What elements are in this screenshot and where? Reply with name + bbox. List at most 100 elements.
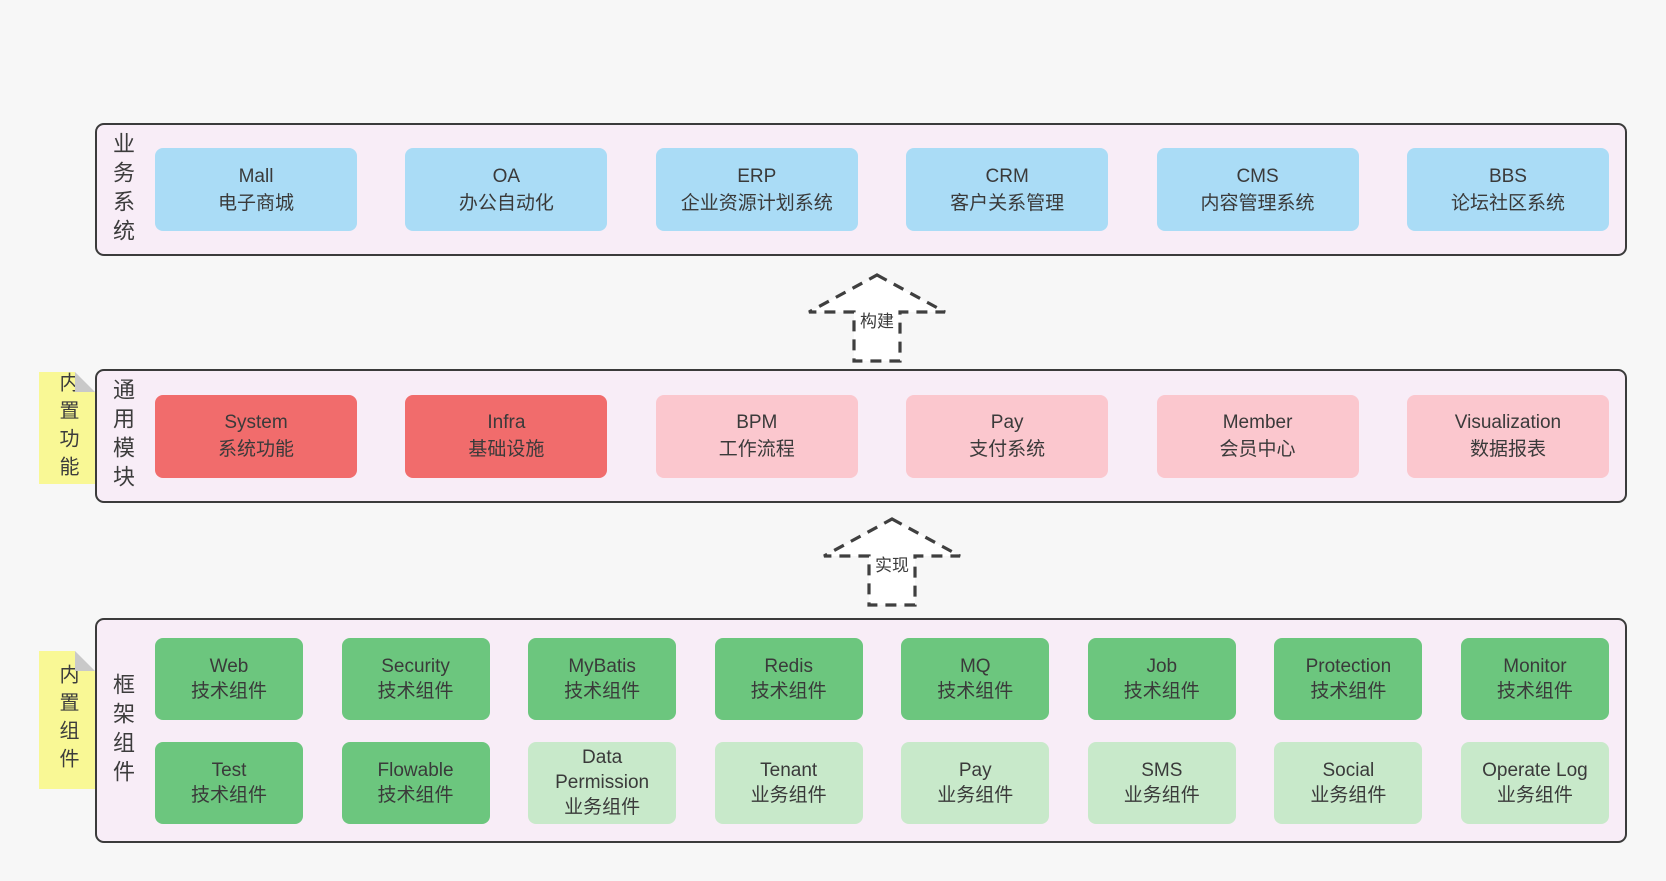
node-title: OA xyxy=(492,165,521,187)
node-title: Tenant xyxy=(760,759,818,781)
node-test: Test 技术组件 xyxy=(155,741,303,824)
node-title: CMS xyxy=(1236,165,1279,187)
node-title: Member xyxy=(1222,412,1293,433)
node-web: Web 技术组件 xyxy=(155,637,303,720)
node-subtitle: 内容管理系统 xyxy=(1200,192,1315,214)
node-title: Web xyxy=(209,655,249,677)
node-subtitle: 业务组件 xyxy=(937,784,1014,806)
node-subtitle: 电子商城 xyxy=(217,192,294,214)
node-data-permission: Data Permission 业务组件 xyxy=(528,741,677,824)
node-subtitle: 办公自动化 xyxy=(458,192,554,214)
node-title: Redis xyxy=(764,655,813,677)
band-common-modules-content: System 系统功能 Infra 基础设施 BPM 工作流程 Pay 支付系统… xyxy=(155,371,1609,501)
node-protection: Protection 技术组件 xyxy=(1274,637,1423,720)
node-title: BPM xyxy=(736,412,778,433)
node-subtitle: 技术组件 xyxy=(1123,680,1200,702)
node-title: Infra xyxy=(487,412,526,433)
node-title: Social xyxy=(1322,759,1375,781)
node-subtitle: 企业资源计划系统 xyxy=(680,192,833,214)
node-title: Security xyxy=(381,655,450,677)
node-title: Operate Log xyxy=(1482,759,1588,781)
node-title: Job xyxy=(1146,655,1178,677)
node-title: MQ xyxy=(959,655,991,677)
sticky-note-built-in-features: 内置功能 xyxy=(39,372,95,484)
node-crm: CRM 客户关系管理 xyxy=(906,148,1109,231)
node-subtitle: 数据报表 xyxy=(1469,439,1546,460)
node-operate-log: Operate Log 业务组件 xyxy=(1460,741,1609,824)
node-subtitle: 业务组件 xyxy=(1123,784,1200,806)
node-title: ERP xyxy=(737,165,777,187)
sticky-fold-icon xyxy=(75,372,95,392)
node-subtitle: 客户关系管理 xyxy=(950,192,1065,214)
node-subtitle: 技术组件 xyxy=(190,784,267,806)
node-erp: ERP 企业资源计划系统 xyxy=(655,148,858,231)
node-title: Visualization xyxy=(1454,412,1562,433)
node-member: Member 会员中心 xyxy=(1156,394,1359,478)
node-title: Data Permission xyxy=(555,747,650,793)
node-subtitle: 技术组件 xyxy=(564,680,641,702)
arrow-implement-label: 实现 xyxy=(821,556,963,576)
band-framework-components: 框架组件 Web 技术组件 Security 技术组件 MyBatis 技术组件… xyxy=(95,618,1627,843)
node-subtitle: 技术组件 xyxy=(377,784,454,806)
sticky-note-text: 内置功能 xyxy=(56,372,78,484)
node-system: System 系统功能 xyxy=(155,394,357,478)
node-sms: SMS 业务组件 xyxy=(1087,741,1236,824)
node-oa: OA 办公自动化 xyxy=(405,148,608,231)
arrow-build: 构建 xyxy=(806,272,948,364)
sticky-note-built-in-components: 内置组件 xyxy=(39,651,95,789)
components-row-2: Test 技术组件 Flowable 技术组件 Data Permission … xyxy=(155,741,1609,824)
node-title: CRM xyxy=(985,165,1029,187)
node-flowable: Flowable 技术组件 xyxy=(341,741,490,824)
node-visualization: Visualization 数据报表 xyxy=(1406,394,1609,478)
node-security: Security 技术组件 xyxy=(341,637,490,720)
node-subtitle: 技术组件 xyxy=(937,680,1014,702)
node-subtitle: 技术组件 xyxy=(750,680,827,702)
node-title: System xyxy=(224,412,288,433)
node-title: Flowable xyxy=(377,759,454,781)
band-business-systems: 业务系统 Mall 电子商城 OA 办公自动化 ERP 企业资源计划系统 CRM… xyxy=(95,123,1627,256)
node-title: MyBatis xyxy=(568,655,636,677)
node-title: BBS xyxy=(1488,165,1527,187)
node-bbs: BBS 论坛社区系统 xyxy=(1406,148,1609,231)
arrow-build-label: 构建 xyxy=(806,312,948,332)
components-row-1: Web 技术组件 Security 技术组件 MyBatis 技术组件 Redi… xyxy=(155,637,1609,720)
node-pay-component: Pay 业务组件 xyxy=(901,741,1050,824)
band-label-common-modules: 通用模块 xyxy=(110,378,135,494)
band-common-modules: 通用模块 System 系统功能 Infra 基础设施 BPM 工作流程 Pay… xyxy=(95,369,1627,503)
node-title: Test xyxy=(211,759,247,781)
node-mq: MQ 技术组件 xyxy=(901,637,1050,720)
arrow-implement: 实现 xyxy=(821,516,963,608)
band-label-framework-components: 框架组件 xyxy=(110,672,135,789)
node-title: Pay xyxy=(958,759,992,781)
node-pay-system: Pay 支付系统 xyxy=(906,394,1109,478)
node-subtitle: 支付系统 xyxy=(969,439,1046,460)
node-title: Mall xyxy=(238,165,274,187)
node-subtitle: 技术组件 xyxy=(1310,680,1387,702)
node-redis: Redis 技术组件 xyxy=(714,637,863,720)
node-infra: Infra 基础设施 xyxy=(405,394,608,478)
node-subtitle: 业务组件 xyxy=(564,797,641,818)
sticky-fold-icon xyxy=(75,651,95,671)
node-bpm: BPM 工作流程 xyxy=(655,394,858,478)
band-business-systems-content: Mall 电子商城 OA 办公自动化 ERP 企业资源计划系统 CRM 客户关系… xyxy=(155,125,1609,254)
node-subtitle: 技术组件 xyxy=(190,680,267,702)
node-title: Monitor xyxy=(1503,655,1567,677)
node-title: SMS xyxy=(1141,759,1183,781)
node-social: Social 业务组件 xyxy=(1274,741,1423,824)
band-label-business-systems: 业务系统 xyxy=(110,131,135,248)
node-title: Protection xyxy=(1305,655,1392,677)
node-mall: Mall 电子商城 xyxy=(155,148,357,231)
node-tenant: Tenant 业务组件 xyxy=(714,741,863,824)
sticky-note-text: 内置组件 xyxy=(56,664,78,776)
node-cms: CMS 内容管理系统 xyxy=(1156,148,1359,231)
node-subtitle: 业务组件 xyxy=(750,784,827,806)
node-title: Pay xyxy=(990,412,1024,433)
node-subtitle: 会员中心 xyxy=(1219,439,1296,460)
node-subtitle: 业务组件 xyxy=(1310,784,1387,806)
node-subtitle: 系统功能 xyxy=(217,439,294,460)
node-mybatis: MyBatis 技术组件 xyxy=(528,637,677,720)
node-monitor: Monitor 技术组件 xyxy=(1460,637,1609,720)
node-subtitle: 业务组件 xyxy=(1496,784,1573,806)
node-subtitle: 技术组件 xyxy=(1496,680,1573,702)
node-subtitle: 技术组件 xyxy=(377,680,454,702)
